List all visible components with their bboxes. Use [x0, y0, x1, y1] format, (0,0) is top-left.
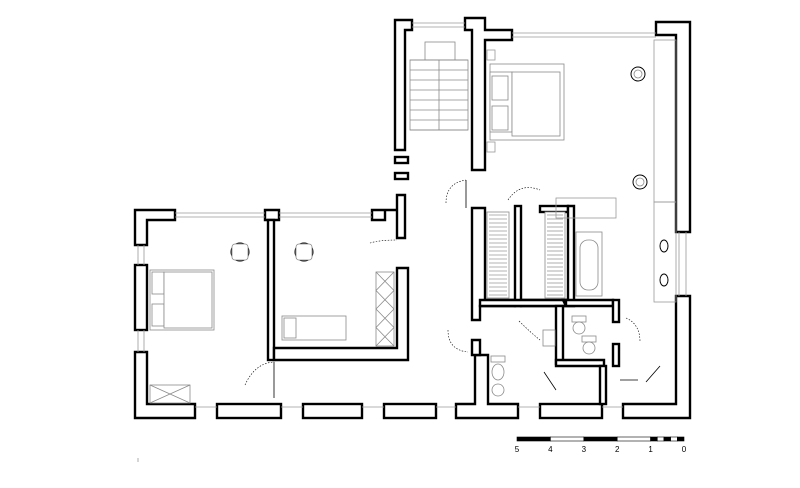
- scale-label: 5: [515, 445, 520, 454]
- wall-north-east: [463, 16, 514, 172]
- wall-top-partition: [263, 208, 281, 222]
- scale-label: 2: [615, 445, 620, 454]
- wall-bath2-east-lower: [611, 342, 621, 368]
- walk-in-closet: [486, 211, 566, 299]
- windows: [137, 22, 687, 408]
- scale-label: 3: [582, 445, 587, 454]
- sink-icon: [659, 239, 669, 287]
- wall-west-upper: [133, 263, 149, 332]
- scale-subsegment: [663, 436, 671, 442]
- armchair-icon: [230, 242, 250, 262]
- guest-bedroom: [281, 242, 395, 347]
- scale-segment: [516, 436, 551, 442]
- master-bedroom: [486, 39, 677, 303]
- west-bedroom: [149, 242, 250, 404]
- scale-segment: [550, 436, 585, 442]
- scale-label: 4: [548, 445, 553, 454]
- interior-walls: [266, 204, 621, 406]
- staircase: [409, 41, 469, 131]
- wall-partition-bedrooms: [266, 218, 276, 362]
- toilet-icon: [490, 315, 597, 397]
- scale-subsegment: [650, 436, 658, 442]
- wall-wc-south: [554, 358, 606, 368]
- wall-top-right-west: [370, 193, 407, 240]
- wall-south-5: [538, 402, 604, 420]
- wall-stair-stub-2: [393, 171, 410, 181]
- scale-subsegment: [677, 436, 685, 442]
- wall-wc-stub: [598, 364, 608, 406]
- wall-south-4: [454, 353, 520, 420]
- wall-corridor-east: [470, 338, 482, 357]
- wall-south-2: [301, 402, 364, 420]
- scale-label: 1: [648, 445, 653, 454]
- exterior-walls: [133, 16, 692, 420]
- wardrobe: [375, 271, 395, 347]
- wall-wc-east: [554, 304, 565, 366]
- wall-ne-corner: [654, 20, 692, 234]
- armchair-icon: [294, 242, 314, 262]
- wall-sw-corner: [133, 350, 197, 420]
- scale-subsegment: [670, 436, 678, 442]
- wall-stair-stub-1: [393, 155, 410, 165]
- wall-closet-mid: [513, 204, 523, 308]
- bathroom: [490, 197, 617, 397]
- armchair-icon: [630, 66, 648, 190]
- wall-bath-top: [561, 298, 568, 307]
- wall-south-1: [215, 402, 283, 420]
- doors: [244, 179, 661, 398]
- scale-segment: [616, 436, 651, 442]
- wall-bath-divider: [478, 298, 615, 308]
- scale-bar: 5 4 3 2 1 0: [515, 436, 687, 454]
- wall-closet-east: [538, 204, 570, 214]
- wall-south-3: [382, 402, 438, 420]
- wall-corridor-north: [272, 266, 410, 362]
- wall-nw-corner: [133, 208, 177, 247]
- scale-label: 0: [682, 445, 687, 454]
- scale-subsegment: [656, 436, 665, 442]
- wall-stair-west: [393, 18, 414, 152]
- scale-segment: [583, 436, 618, 442]
- wall-se-corner: [621, 294, 692, 420]
- wall-bath2-east: [611, 298, 621, 324]
